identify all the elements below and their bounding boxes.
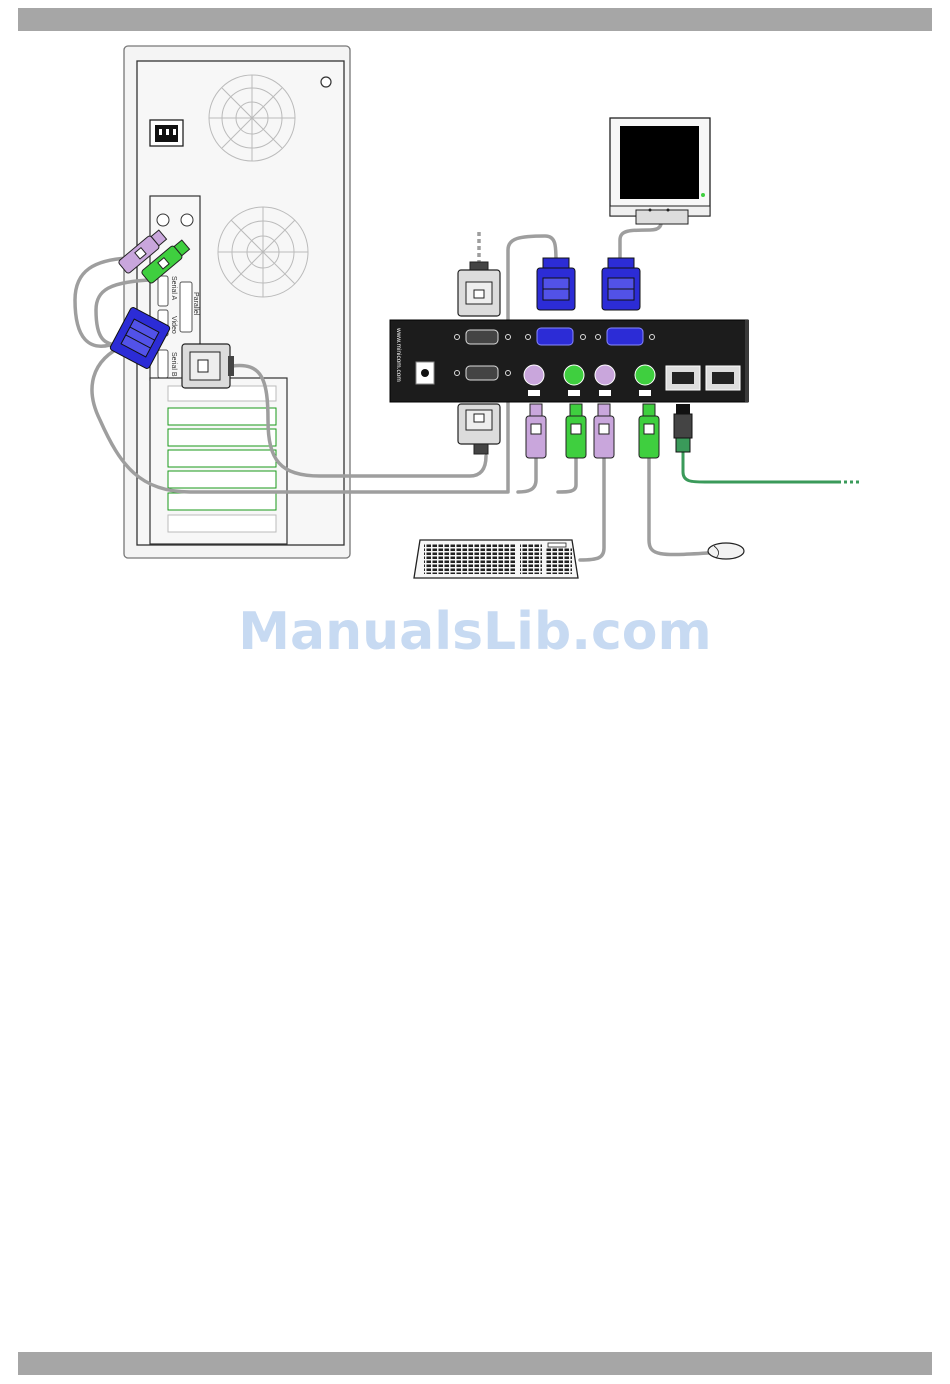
keyboard-plug-icon — [594, 404, 614, 458]
watermark-text: ManualsLib.com — [0, 602, 950, 662]
pc-serial-plug-icon — [182, 344, 234, 388]
pc-serial-input-plug-icon — [458, 404, 500, 454]
pc-keyboard-input-plug-icon — [526, 404, 546, 458]
monitor-vga-plug-icon — [602, 258, 640, 310]
monitor-icon — [610, 118, 710, 224]
label-parallel: Parallel — [192, 292, 199, 316]
fan-grille-bottom-icon — [218, 207, 308, 297]
pc-mouse-input-plug-icon — [566, 404, 586, 458]
pc-vga-input-plug-icon — [537, 258, 575, 310]
fan-grille-top-icon — [209, 75, 295, 161]
serial-console-plug-icon — [458, 262, 500, 316]
keyboard-icon — [414, 540, 578, 578]
switch-brand-label: www.minicom.com — [395, 327, 402, 382]
mouse-icon — [708, 543, 744, 559]
mouse-plug-icon — [639, 404, 659, 458]
label-serial-b: Serial B — [170, 352, 177, 377]
label-serial-a: Serial A — [170, 276, 177, 300]
kvm-switch: www.minicom.com — [390, 320, 749, 402]
footer-bar — [18, 1352, 932, 1375]
power-socket-icon — [150, 120, 183, 146]
label-video: Video — [170, 316, 177, 334]
network-plug-icon — [674, 404, 692, 452]
pc-tower: Serial A Video Serial B Parallel — [124, 46, 350, 558]
